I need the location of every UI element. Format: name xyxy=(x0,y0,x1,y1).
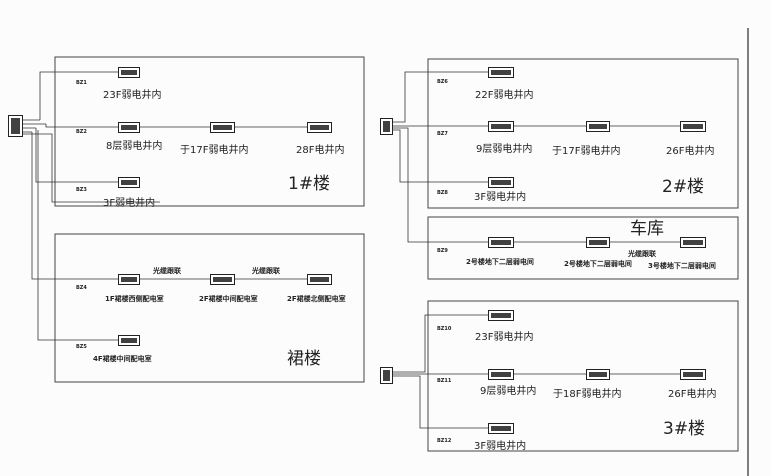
b2-bottom xyxy=(392,129,488,183)
b3-bottom xyxy=(392,375,488,429)
podium-node-3 xyxy=(307,274,332,285)
b1-floor-4: 28F电井内 xyxy=(296,145,345,156)
b2-code-1: BZ6 xyxy=(437,79,448,85)
b2-floor-2: 9层弱电井内 xyxy=(476,144,533,155)
b3-node-5 xyxy=(488,423,514,434)
right-trunk-top xyxy=(392,71,488,123)
source-box-right-b3 xyxy=(380,367,393,384)
b1-branch-top xyxy=(39,71,118,120)
b1-code-2: BZ2 xyxy=(76,129,87,135)
b3-node-3 xyxy=(586,369,610,380)
b1-code-3: BZ3 xyxy=(76,187,87,193)
podium-node-2 xyxy=(210,274,235,285)
garage-cable: 光缆跟联 xyxy=(628,250,656,258)
b3-node-1 xyxy=(488,310,514,321)
garage-frame xyxy=(427,216,739,280)
podium-cable-1: 光缆跟联 xyxy=(153,267,181,275)
b1-floor-1: 23F弱电井内 xyxy=(103,90,162,101)
garage-node-3 xyxy=(680,237,706,248)
b2-node-2 xyxy=(488,121,514,132)
podium-code-2: BZ5 xyxy=(76,344,87,350)
b1-branch-bottom xyxy=(35,128,118,183)
b3-frame xyxy=(427,300,739,452)
b1-node-4 xyxy=(307,122,332,133)
garage-title: 车库 xyxy=(630,219,664,239)
garage-node-2 xyxy=(586,237,610,248)
left-trunk xyxy=(22,119,46,133)
b2-frame xyxy=(427,58,739,209)
podium-code-1: BZ4 xyxy=(76,285,87,291)
b1-frame xyxy=(54,56,365,207)
podium-node-4 xyxy=(118,335,140,346)
podium-branch xyxy=(31,132,307,280)
b3-code-2: BZ11 xyxy=(437,378,452,384)
b1-floor-5: 3F弱电井内 xyxy=(103,198,156,209)
garage-room-2: 2号楼地下二层弱电间 xyxy=(564,260,632,268)
garage-code-1: BZ9 xyxy=(437,248,448,254)
garage-room-1: 2号楼地下二层弱电间 xyxy=(466,258,534,266)
source-box-left xyxy=(8,115,23,137)
b2-floor-3: 于17F弱电井内 xyxy=(552,146,621,157)
b1-node-2 xyxy=(118,122,140,133)
b2-floor-1: 22F弱电井内 xyxy=(475,90,534,101)
b3-floor-2: 9层弱电井内 xyxy=(480,386,537,397)
b3-code-3: BZ12 xyxy=(437,438,452,444)
b3-title: 3#楼 xyxy=(663,419,706,439)
podium-room-3: 2F裙楼北侧配电室 xyxy=(287,295,346,303)
b2-code-2: BZ7 xyxy=(437,131,448,137)
b1-code-1: BZ1 xyxy=(76,80,87,86)
b1-floor-2: 8层弱电井内 xyxy=(106,141,163,152)
podium-room-2: 2F裙楼中间配电室 xyxy=(199,295,258,303)
podium-room-4: 4F裙楼中间配电室 xyxy=(93,355,152,363)
b2-floor-5: 3F弱电井内 xyxy=(474,192,527,203)
b1-floor-3: 于17F弱电井内 xyxy=(180,145,249,156)
b2-node-5 xyxy=(488,177,514,188)
b2-node-1 xyxy=(488,67,514,78)
b2-code-3: BZ8 xyxy=(437,190,448,196)
b3-code-1: BZ10 xyxy=(437,326,452,332)
b1-node-5 xyxy=(118,177,140,188)
b3-floor-4: 26F电井内 xyxy=(668,389,717,400)
garage-room-3: 3号楼地下二层弱电间 xyxy=(648,262,716,270)
b3-floor-1: 23F弱电井内 xyxy=(475,332,534,343)
b2-title: 2#楼 xyxy=(662,177,705,197)
podium-title: 裙楼 xyxy=(287,349,321,369)
b1-title: 1#楼 xyxy=(288,174,331,194)
b2-node-3 xyxy=(586,121,610,132)
b3-node-2 xyxy=(488,369,514,380)
source-box-right xyxy=(380,118,393,135)
podium-branch-bottom xyxy=(37,130,118,341)
garage-line xyxy=(392,127,680,243)
podium-node-1 xyxy=(118,274,140,285)
right-trunk-bottom xyxy=(392,314,488,373)
b1-node-1 xyxy=(118,67,140,78)
b1-return xyxy=(22,133,160,203)
garage-node-1 xyxy=(488,237,514,248)
b2-floor-4: 26F电井内 xyxy=(666,146,715,157)
b3-floor-3: 于18F弱电井内 xyxy=(553,389,622,400)
b1-branch-mid xyxy=(45,124,307,128)
b1-node-3 xyxy=(210,122,235,133)
b3-node-4 xyxy=(680,369,706,380)
podium-room-1: 1F裙楼西侧配电室 xyxy=(105,295,164,303)
podium-cable-2: 光缆跟联 xyxy=(252,267,280,275)
podium-frame xyxy=(54,233,365,383)
b2-node-4 xyxy=(680,121,706,132)
b3-floor-5: 3F弱电井内 xyxy=(474,441,527,452)
